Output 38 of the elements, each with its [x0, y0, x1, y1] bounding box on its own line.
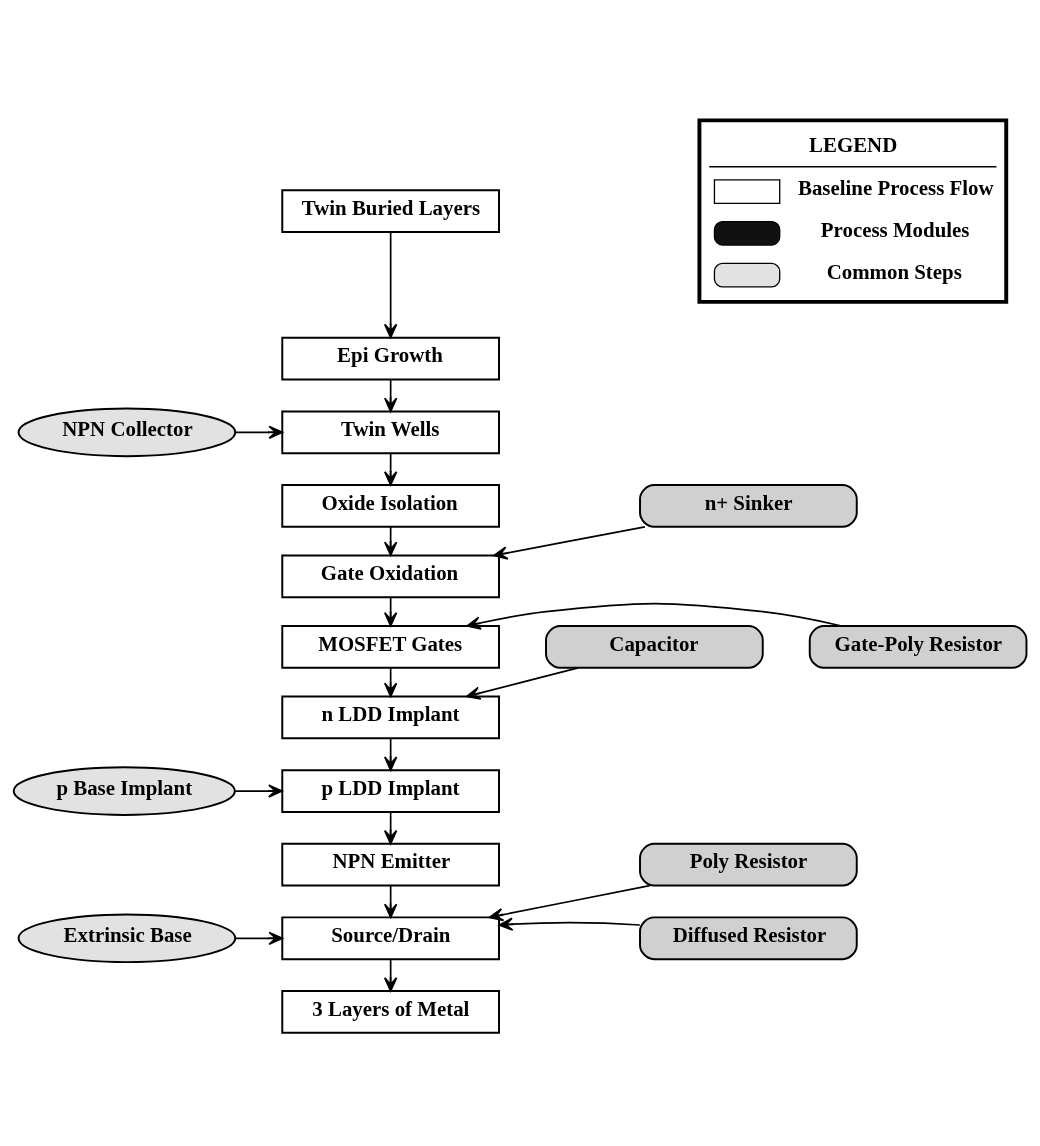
node-box: Twin Wells: [281, 410, 500, 455]
arrow: [234, 784, 283, 798]
label: LEGEND: [809, 133, 898, 158]
arrow: [498, 917, 641, 931]
node-box: p LDD Implant: [281, 769, 500, 813]
node-box: n+ Sinker: [639, 484, 858, 528]
arrow: [488, 884, 651, 922]
legend-label: Process Modules: [820, 217, 970, 242]
node-box: Gate Oxidation: [281, 554, 500, 599]
node-box: Poly Resistor: [639, 842, 858, 887]
node-box: n LDD Implant: [281, 695, 500, 740]
node-box: Gate-Poly Resistor: [808, 625, 1028, 669]
node-box: 3 Layers of Metal: [281, 990, 500, 1034]
legend-label: Baseline Process Flow: [798, 176, 994, 201]
arrow: [383, 958, 398, 992]
node-box: Oxide Isolation: [281, 484, 500, 528]
arrow: [234, 425, 284, 440]
arrow: [493, 526, 646, 560]
arrow: [383, 884, 398, 919]
node-ellipse: Extrinsic Base: [17, 913, 237, 964]
node-box: MOSFET Gates: [281, 625, 500, 669]
legend-label: Common Steps: [826, 259, 962, 284]
node-ellipse: NPN Collector: [17, 407, 237, 458]
arrow: [466, 602, 843, 630]
node-box: Capacitor: [545, 625, 764, 669]
node-box: Epi Growth: [281, 336, 500, 381]
arrow: [383, 811, 398, 845]
node-box: NPN Emitter: [281, 842, 500, 887]
node-box: Source/Drain: [281, 916, 500, 961]
node-box: Diffused Resistor: [639, 916, 858, 961]
node-ellipse: p Base Implant: [12, 766, 236, 816]
arrow: [383, 737, 398, 771]
arrow: [383, 231, 398, 339]
arrow: [234, 931, 284, 945]
arrow: [383, 452, 398, 486]
arrow: [465, 667, 579, 700]
arrow: [383, 378, 398, 413]
node-box: Twin Buried Layers: [281, 189, 500, 233]
